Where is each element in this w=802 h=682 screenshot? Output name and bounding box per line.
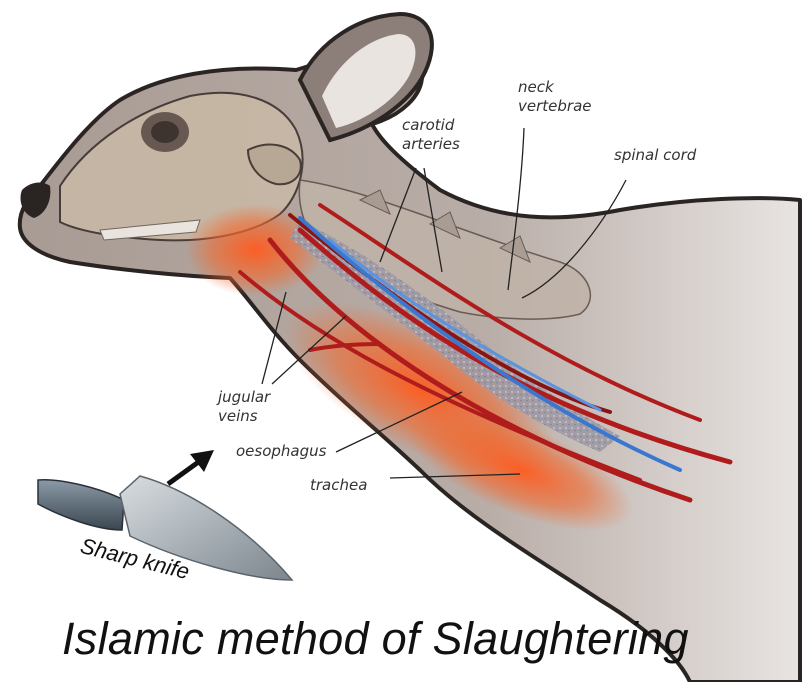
jugular-veins-label: jugular veins — [218, 388, 270, 426]
oesophagus-label: oesophagus — [236, 442, 326, 461]
page-title: Islamic method of Slaughtering — [62, 613, 782, 665]
arrow-icon — [168, 450, 214, 484]
neck-vertebrae-label: neck vertebrae — [518, 78, 592, 116]
spinal-cord-label: spinal cord — [614, 146, 696, 165]
trachea-label: trachea — [310, 476, 367, 495]
carotid-arteries-label: carotid arteries — [402, 116, 460, 154]
